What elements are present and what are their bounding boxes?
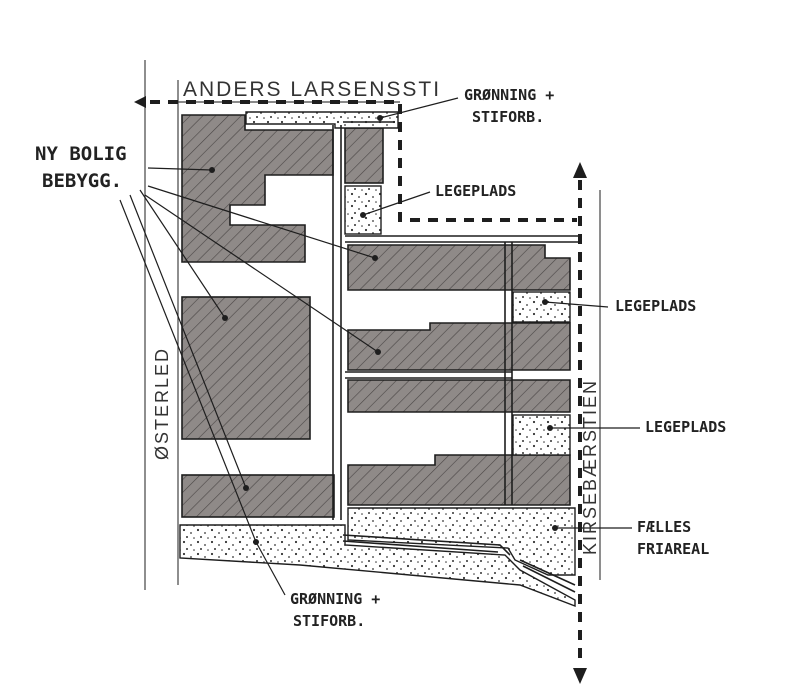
leader-dots	[209, 115, 558, 545]
label-green-top-1: GRØNNING +	[464, 86, 554, 104]
paths	[332, 121, 580, 593]
dashed-routes	[150, 100, 582, 660]
street-label-west: ØSTERLED	[152, 347, 172, 460]
label-green-bottom-2: STIFORB.	[293, 612, 365, 630]
housing-block-3	[181, 296, 311, 440]
green-strip-bottom	[179, 524, 576, 608]
street-edges	[144, 60, 601, 590]
leader-lines	[119, 97, 640, 596]
playground-area-3	[512, 414, 571, 456]
housing-block-2	[344, 127, 384, 184]
label-common-area-1: FÆLLES	[637, 518, 691, 536]
arrow-up-icon	[573, 162, 587, 178]
street-label-east: KIRSEBÆRSTIEN	[580, 379, 600, 555]
label-playground-3: LEGEPLADS	[645, 418, 726, 436]
housing-block-5	[347, 322, 571, 371]
label-green-top-2: STIFORB.	[472, 108, 544, 126]
label-green-bottom-1: GRØNNING +	[290, 590, 380, 608]
green-areas	[179, 111, 576, 608]
housing-block-8	[181, 474, 335, 518]
housing-block-6	[347, 379, 571, 413]
housing-block-4	[347, 244, 571, 291]
green-strip-top	[245, 111, 399, 129]
housing-blocks	[181, 114, 571, 518]
housing-block-7	[347, 454, 571, 506]
label-playground-1: LEGEPLADS	[435, 182, 516, 200]
playground-area-1	[344, 185, 382, 235]
arrow-left-icon	[134, 96, 146, 108]
housing-block-1	[181, 114, 334, 263]
label-common-area-2: FRIAREAL	[637, 540, 709, 558]
label-playground-2: LEGEPLADS	[615, 297, 696, 315]
street-label-north: ANDERS LARSENSSTI	[183, 78, 441, 101]
playground-area-2	[512, 291, 571, 323]
arrow-down-icon	[573, 668, 587, 684]
label-new-housing-1: NY BOLIG	[35, 143, 127, 165]
label-new-housing-2: BEBYGG.	[42, 170, 122, 192]
common-area	[347, 507, 576, 576]
